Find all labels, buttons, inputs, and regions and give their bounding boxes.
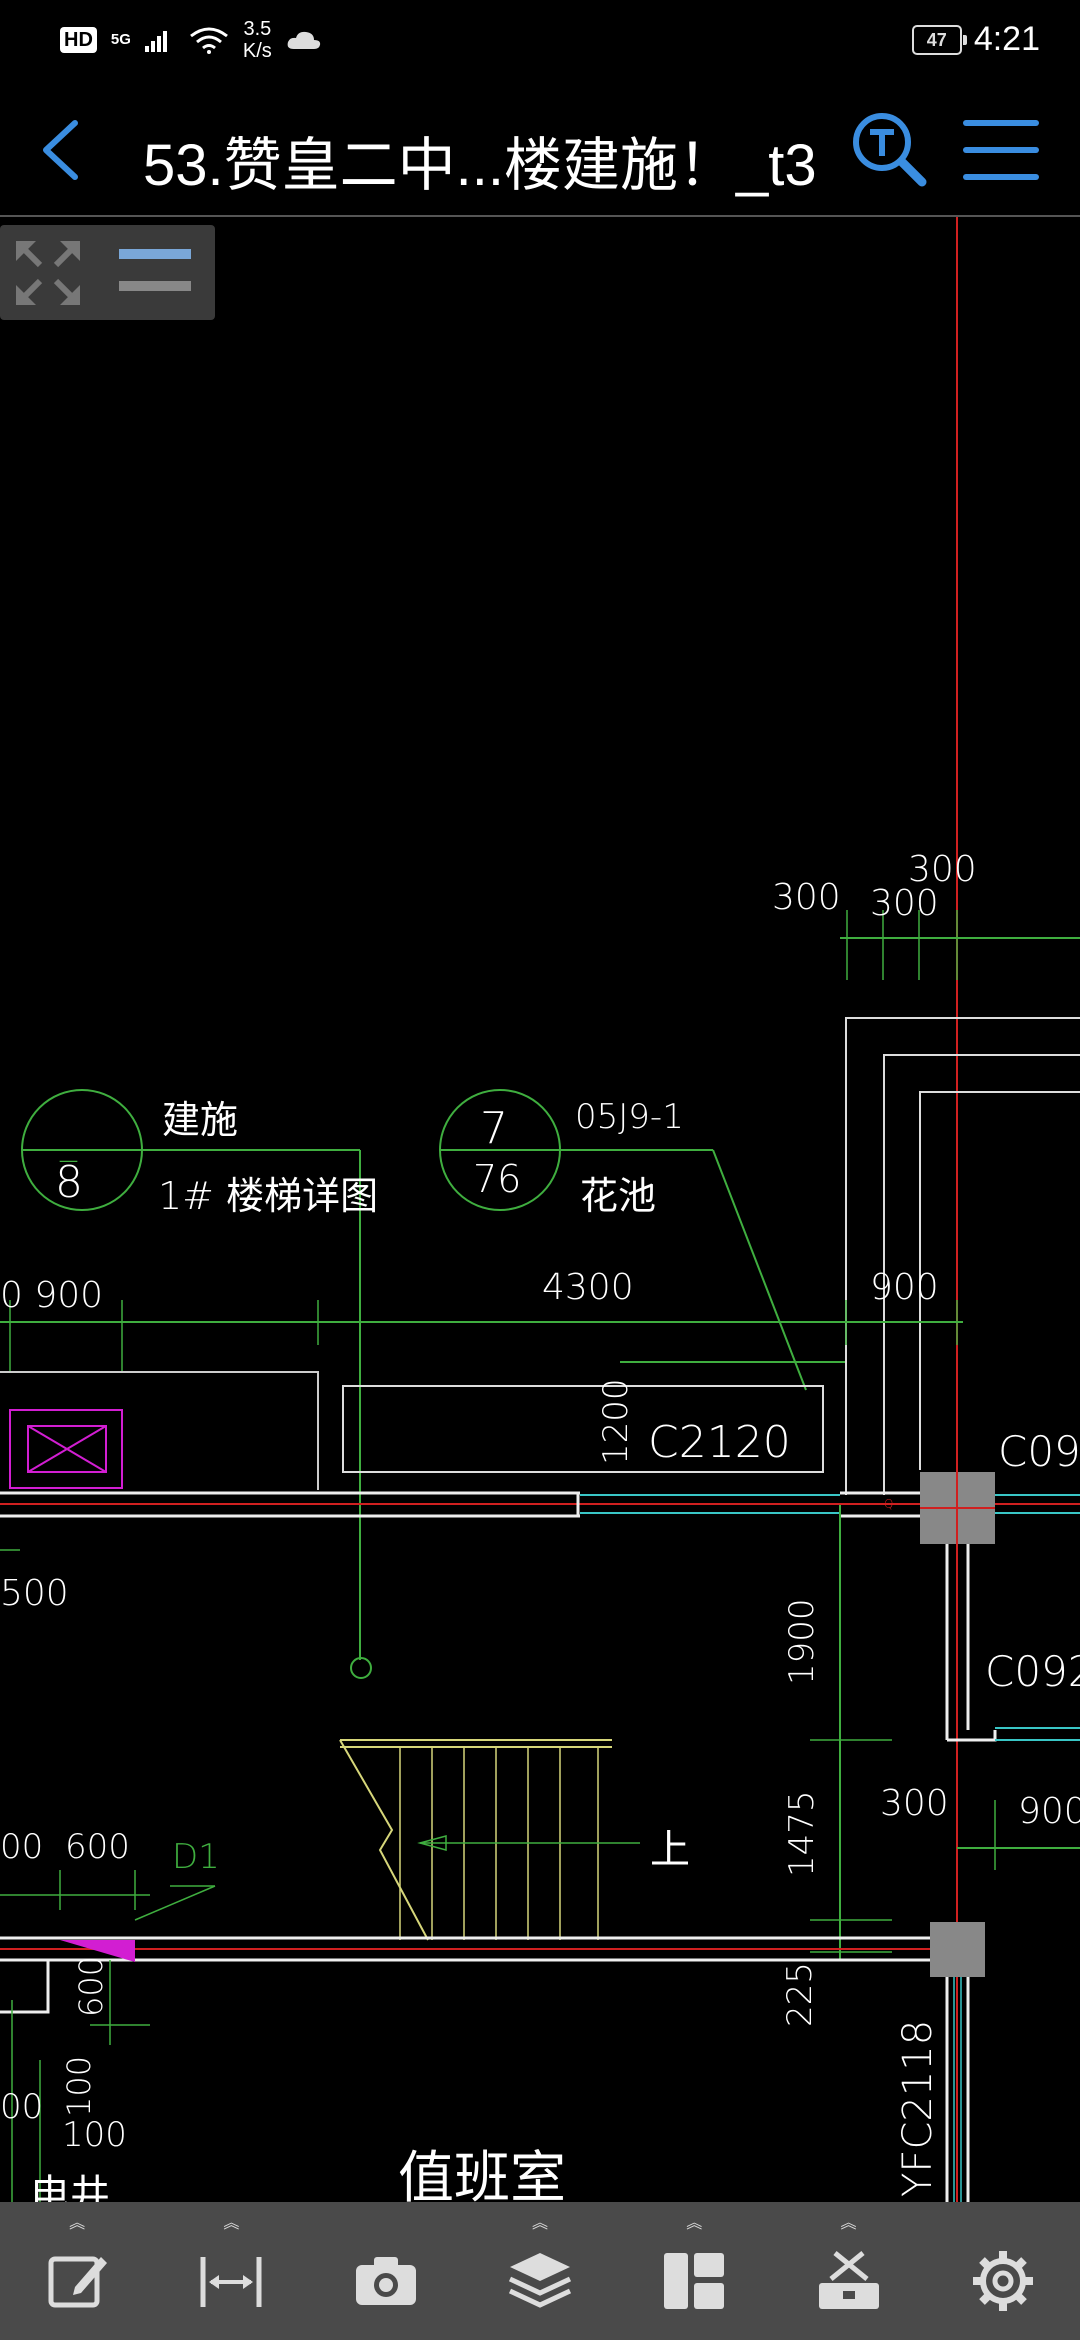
edit-pencil-icon xyxy=(48,2256,108,2308)
status-right: 47 4:21 xyxy=(911,20,1040,59)
camera-icon xyxy=(355,2257,416,2305)
signal-icon xyxy=(144,31,167,52)
status-bar: HD 5G 3.5 K/s 47 4:21 xyxy=(0,0,1080,80)
annotate-tool-button[interactable]: ︽ xyxy=(27,2211,127,2331)
expand-caret-icon: ︽ xyxy=(223,2215,240,2232)
cloud-icon xyxy=(287,31,320,49)
clock: 4:21 xyxy=(973,20,1040,58)
dim-600-a: 600 xyxy=(65,1827,130,1867)
layout-icon xyxy=(664,2253,725,2309)
layer-toggle-button[interactable] xyxy=(115,243,195,303)
two-lines-icon xyxy=(119,249,191,291)
toolbox-tool-button[interactable]: ︽ xyxy=(799,2211,899,2331)
callout1-num-top: _ xyxy=(60,1123,77,1163)
dim-1200: 1200 xyxy=(596,1378,636,1465)
d1-label: D1 xyxy=(172,1837,220,1877)
camera-tool-button[interactable] xyxy=(336,2211,436,2331)
network-type: 5G xyxy=(110,31,131,48)
callout2-num-bottom: 76 xyxy=(473,1157,522,1201)
layers-tool-button[interactable]: ︽ xyxy=(490,2211,590,2331)
fullscreen-button[interactable] xyxy=(12,237,84,309)
expand-caret-icon: ︽ xyxy=(686,2215,703,2232)
chevron-left-icon xyxy=(43,120,78,180)
view-mini-panel xyxy=(0,225,215,320)
network-speed: 3.5 K/s xyxy=(243,18,272,62)
dim-500: 500 xyxy=(0,1573,69,1614)
dim-300-b: 300 xyxy=(870,883,939,924)
cad-linework xyxy=(0,217,1080,2202)
dim-300-mid: 300 xyxy=(880,1783,949,1824)
layout-tool-button[interactable]: ︽ xyxy=(644,2211,744,2331)
expand-caret-icon: ︽ xyxy=(840,2215,857,2232)
speed-unit: K/s xyxy=(242,40,272,62)
speed-value: 3.5 xyxy=(243,18,272,40)
measure-arrows-icon xyxy=(200,2257,262,2307)
dim-600-vertical: 600 xyxy=(72,1955,110,2017)
callout2-bottom-label: 花池 xyxy=(580,1174,657,1218)
battery-icon: 47 xyxy=(911,24,967,55)
dim-1900: 1900 xyxy=(782,1598,822,1685)
expand-caret-icon: ︽ xyxy=(69,2215,86,2232)
text-search-button[interactable] xyxy=(850,110,930,190)
window-c0920: C0920 xyxy=(985,1647,1080,1696)
dim-900-left: 0 900 xyxy=(0,1275,104,1316)
status-left: HD 5G 3.5 K/s xyxy=(60,18,322,62)
cad-drawing-canvas[interactable]: 300 300 300 _ 8 建施 1# 楼梯详图 7 76 05J9-1 花… xyxy=(0,217,1080,2218)
callout1-num-bottom: 8 xyxy=(55,1157,83,1208)
layers-icon xyxy=(508,2253,572,2308)
dim-00-lower: 00 xyxy=(0,2087,44,2127)
dim-1475: 1475 xyxy=(782,1790,822,1877)
toolbox-icon xyxy=(818,2251,879,2309)
dim-100-vertical: 100 xyxy=(60,2055,98,2117)
bottom-toolbar: ︽ ︽ ︽ ︽ xyxy=(0,2202,1080,2340)
window-yfc2118: YFC2118 xyxy=(895,2019,941,2197)
measure-tool-button[interactable]: ︽ xyxy=(181,2211,281,2331)
window-c2120: C2120 xyxy=(648,1417,791,1468)
document-title: 53.赞皇二中...楼建施！_t3 xyxy=(143,133,817,198)
settings-button[interactable] xyxy=(953,2211,1053,2331)
expand-arrows-icon xyxy=(16,241,80,305)
dim-00: 00 xyxy=(0,1827,44,1867)
dim-300-c: 300 xyxy=(908,849,977,890)
dim-300-a: 300 xyxy=(772,877,841,918)
title-bar: 53.赞皇二中...楼建施！_t3 xyxy=(0,80,1080,217)
dim-900-right: 900 xyxy=(870,1267,939,1308)
text-search-icon xyxy=(853,113,927,187)
dim-900-mid: 900 xyxy=(1018,1791,1080,1832)
menu-button[interactable] xyxy=(962,115,1040,185)
hd-badge: HD xyxy=(60,27,97,53)
back-button[interactable] xyxy=(30,115,100,185)
callout2-top-label: 05J9-1 xyxy=(575,1097,684,1137)
mark-q: Q xyxy=(884,1497,894,1511)
stair-up-label: 上 xyxy=(650,1827,690,1873)
window-c092: C092 xyxy=(998,1427,1080,1476)
dim-100-horizontal: 100 xyxy=(62,2115,127,2155)
hamburger-menu-icon xyxy=(963,120,1039,180)
dim-225: 225 xyxy=(780,1962,820,2027)
callout1-top-label: 建施 xyxy=(162,1098,239,1142)
callout1-bottom-label: 1# 楼梯详图 xyxy=(158,1174,379,1218)
battery-level: 47 xyxy=(926,29,947,50)
room-duty-label: 值班室 xyxy=(398,2146,566,2211)
expand-caret-icon: ︽ xyxy=(531,2215,548,2232)
gear-icon xyxy=(972,2251,1033,2311)
callout2-num-top: 7 xyxy=(480,1103,508,1154)
dim-4300: 4300 xyxy=(542,1267,634,1308)
wifi-icon xyxy=(189,27,228,54)
